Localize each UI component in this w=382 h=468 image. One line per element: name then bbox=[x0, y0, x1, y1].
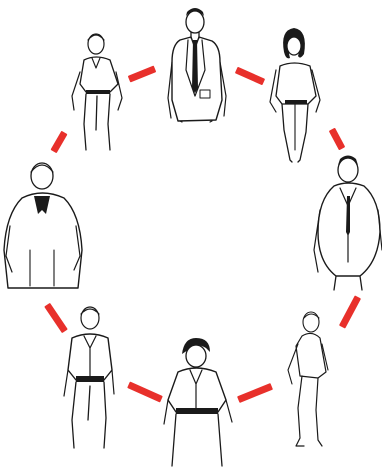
connector-dash bbox=[44, 303, 68, 333]
heavy-woman-figure bbox=[4, 163, 82, 288]
thin-man-side-view-figure bbox=[288, 312, 328, 446]
thin-man-in-polo-figure bbox=[72, 34, 122, 150]
man-in-suit-figure bbox=[168, 8, 226, 122]
connector-dash bbox=[339, 295, 361, 328]
connector-dash bbox=[237, 383, 273, 403]
connector-dash bbox=[128, 66, 157, 83]
connector-dash bbox=[127, 381, 163, 402]
man-in-shirt-figure bbox=[64, 307, 114, 448]
connector-dash bbox=[50, 131, 67, 154]
connector-dash bbox=[329, 128, 346, 151]
connector-dash bbox=[235, 67, 265, 86]
heavy-man-in-vest-figure bbox=[314, 156, 382, 291]
woman-in-blouse-figure bbox=[270, 28, 320, 162]
woman-in-dress-figure bbox=[164, 338, 232, 466]
